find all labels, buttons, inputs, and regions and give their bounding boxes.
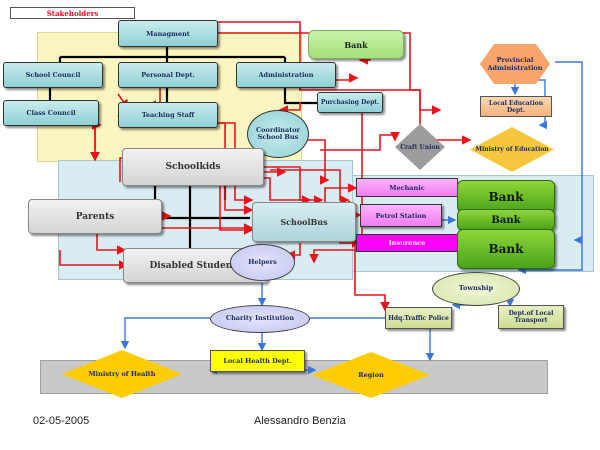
node-bank-top[interactable]: Bank: [308, 30, 404, 59]
node-schoolbus[interactable]: SchoolBus: [252, 202, 356, 242]
stakeholders-label: Stakeholders: [10, 7, 135, 19]
node-purchasing-dept[interactable]: Purchasing Dept.: [317, 92, 383, 113]
footer-date: 02-05-2005: [33, 415, 90, 427]
node-insurance[interactable]: Insurance: [356, 234, 458, 252]
node-class-council[interactable]: Class Council: [3, 100, 99, 126]
node-mechanic[interactable]: Mechanic: [356, 178, 458, 197]
node-administration[interactable]: Administration: [236, 62, 336, 88]
node-dept-local-transport[interactable]: Dept.of Local Transport: [498, 305, 564, 329]
node-bank-1[interactable]: Bank: [457, 180, 555, 213]
node-bank-3[interactable]: Bank: [457, 229, 555, 269]
node-hdq-traffic-police[interactable]: Hdq.Traffic Police: [385, 307, 452, 329]
node-managment[interactable]: Managment: [118, 20, 218, 47]
node-township[interactable]: Township: [432, 272, 520, 306]
node-petrol-station[interactable]: Petrol Station: [360, 204, 442, 227]
node-schoolkids[interactable]: Schoolkids: [122, 148, 264, 186]
node-teaching-staff[interactable]: Teaching Staff: [118, 102, 218, 128]
node-local-education-dept[interactable]: Local Education Dept.: [480, 96, 552, 117]
node-helpers[interactable]: Helpers: [230, 244, 295, 281]
node-school-council[interactable]: School Council: [3, 62, 103, 88]
node-local-health-dept[interactable]: Local Health Dept.: [210, 350, 305, 372]
footer-author: Alessandro Benzia: [254, 415, 346, 427]
node-personal-dept[interactable]: Personal Dept.: [118, 62, 218, 88]
node-parents[interactable]: Parents: [28, 199, 162, 234]
node-provincial-administration[interactable]: Provincial Administration: [480, 44, 550, 84]
node-bank-2[interactable]: Bank: [457, 209, 555, 231]
node-charity-institution[interactable]: Charity Institution: [210, 305, 310, 333]
